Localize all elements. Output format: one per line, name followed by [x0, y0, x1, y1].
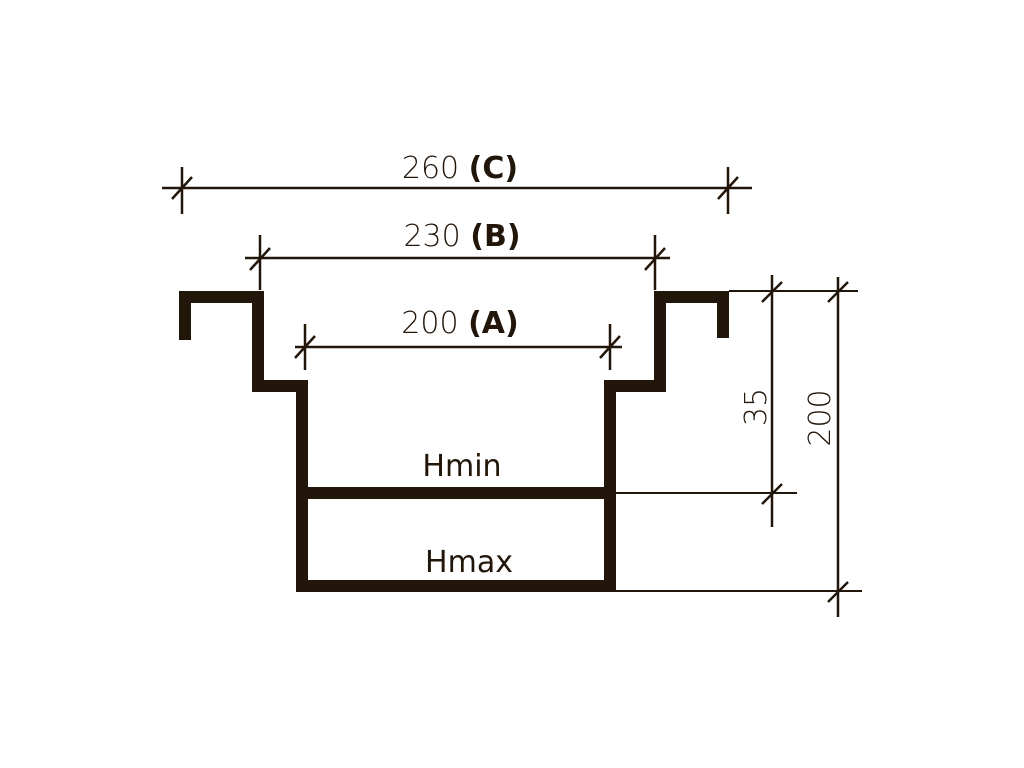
dimension-a [294, 324, 622, 370]
dimension-c [162, 167, 752, 214]
dimension-depth-max [827, 277, 849, 617]
dimension-depth-max-label: 200 [803, 389, 838, 446]
dimension-b [245, 235, 670, 290]
dimension-depth-min-label: 35 [739, 388, 774, 426]
extension-lines [616, 290, 862, 592]
channel-profile [179, 291, 729, 592]
dimension-depth-min [761, 275, 783, 527]
dimension-c-label: 260 (C) [402, 151, 518, 186]
dimension-a-label: 200 (A) [401, 306, 518, 341]
hmin-label: Hmin [422, 449, 501, 484]
dimension-b-label: 230 (B) [403, 219, 520, 254]
hmax-label: Hmax [425, 545, 513, 580]
